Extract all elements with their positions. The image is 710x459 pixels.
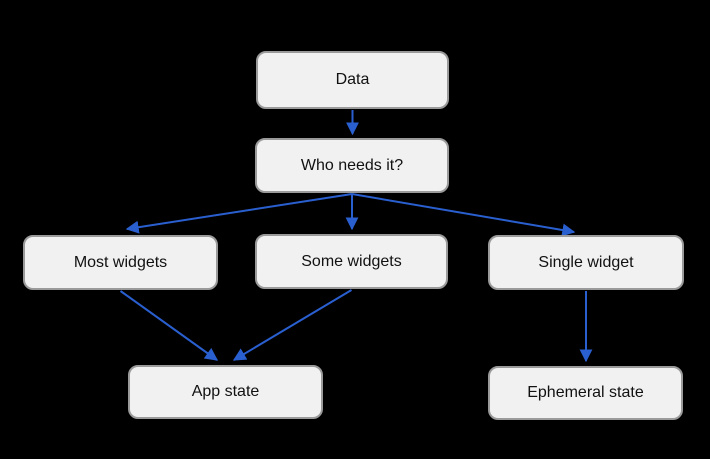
node-single-widget-label: Single widget: [538, 253, 634, 271]
node-who-needs-it-label: Who needs it?: [300, 156, 404, 174]
edge-who-needs-it-to-single-widget: [351, 193, 576, 237]
node-some-widgets-label: Some widgets: [301, 252, 402, 270]
edge-some-widgets-to-app-state: [232, 289, 353, 361]
node-data: Data: [256, 51, 449, 109]
edge-most-widgets-to-app-state: [119, 290, 219, 361]
node-app-state: App state: [128, 365, 323, 419]
node-some-widgets: Some widgets: [255, 234, 448, 289]
node-app-state-label: App state: [191, 383, 260, 400]
node-most-widgets: Most widgets: [23, 235, 218, 290]
node-who-needs-it: Who needs it?: [255, 138, 449, 193]
node-ephemeral-state: Ephemeral state: [488, 366, 683, 420]
node-most-widgets-label: Most widgets: [73, 253, 168, 271]
node-single-widget: Single widget: [488, 235, 684, 290]
node-ephemeral-state-label: Ephemeral state: [527, 384, 644, 401]
edge-who-needs-it-to-most-widgets: [125, 193, 353, 234]
node-data-label: Data: [335, 71, 370, 88]
